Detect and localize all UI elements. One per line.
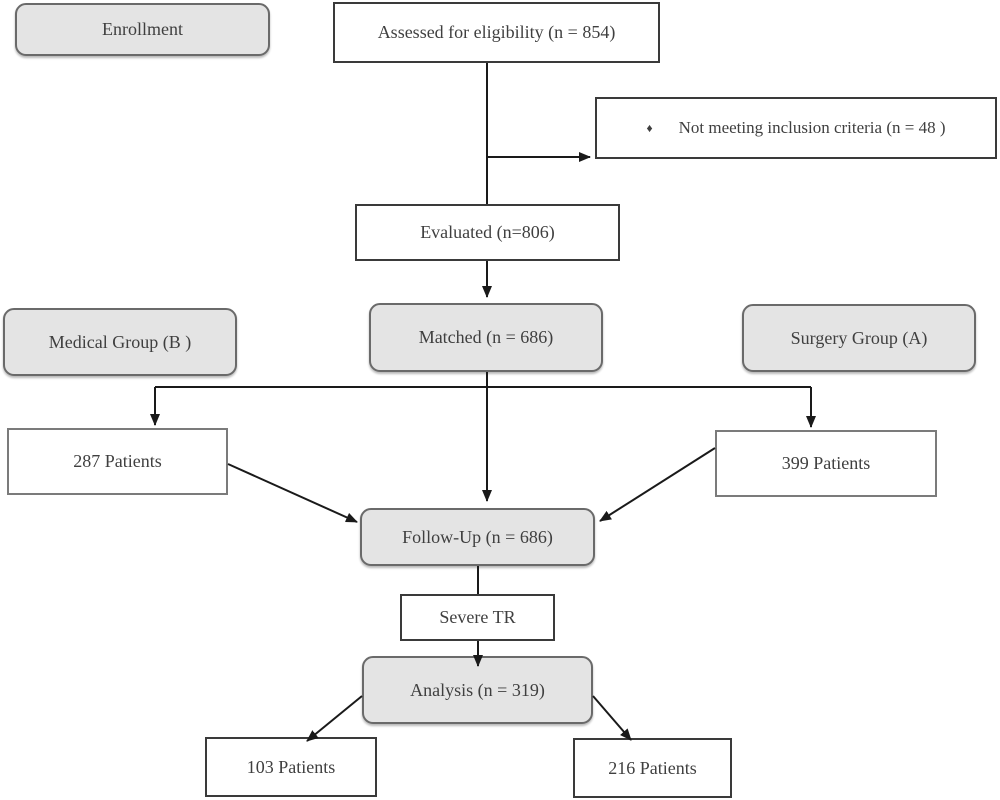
node-103-label: 103 Patients bbox=[246, 756, 336, 777]
node-287-label: 287 Patients bbox=[73, 451, 162, 472]
node-287-patients: 287 Patients bbox=[7, 428, 228, 495]
connector-analysis-to-103 bbox=[306, 695, 363, 742]
node-evaluated: Evaluated (n=806) bbox=[355, 204, 620, 261]
node-analysis: Analysis (n = 319) bbox=[362, 656, 593, 724]
connector-287-to-follow-up bbox=[227, 463, 358, 523]
node-severe-tr-label: Severe TR bbox=[439, 607, 516, 628]
node-not-meeting-criteria: ♦ Not meeting inclusion criteria (n = 48… bbox=[595, 97, 997, 159]
node-enrollment: Enrollment bbox=[15, 3, 270, 56]
node-medical-group-b: Medical Group (B ) bbox=[3, 308, 237, 376]
node-not-meeting-label: Not meeting inclusion criteria (n = 48 ) bbox=[678, 118, 946, 138]
node-assessed-label: Assessed for eligibility (n = 854) bbox=[377, 22, 616, 43]
diamond-bullet-icon: ♦ bbox=[646, 121, 653, 136]
node-medical-group-label: Medical Group (B ) bbox=[48, 331, 192, 352]
node-surgery-group-a: Surgery Group (A) bbox=[742, 304, 976, 372]
node-216-label: 216 Patients bbox=[608, 757, 697, 778]
node-matched-label: Matched (n = 686) bbox=[418, 327, 554, 348]
node-216-patients: 216 Patients bbox=[573, 738, 732, 798]
node-399-patients: 399 Patients bbox=[715, 430, 937, 497]
node-103-patients: 103 Patients bbox=[205, 737, 377, 797]
node-enrollment-label: Enrollment bbox=[102, 19, 183, 40]
node-matched: Matched (n = 686) bbox=[369, 303, 603, 372]
node-evaluated-label: Evaluated (n=806) bbox=[420, 222, 555, 243]
node-assessed-for-eligibility: Assessed for eligibility (n = 854) bbox=[333, 2, 660, 63]
node-analysis-label: Analysis (n = 319) bbox=[410, 679, 545, 700]
connector-399-to-follow-up bbox=[599, 447, 716, 522]
node-surgery-group-label: Surgery Group (A) bbox=[790, 327, 928, 348]
connector-analysis-to-216 bbox=[592, 695, 632, 741]
node-severe-tr: Severe TR bbox=[400, 594, 555, 641]
node-follow-up-label: Follow-Up (n = 686) bbox=[402, 526, 553, 547]
node-399-label: 399 Patients bbox=[781, 453, 871, 474]
node-follow-up: Follow-Up (n = 686) bbox=[360, 508, 595, 566]
